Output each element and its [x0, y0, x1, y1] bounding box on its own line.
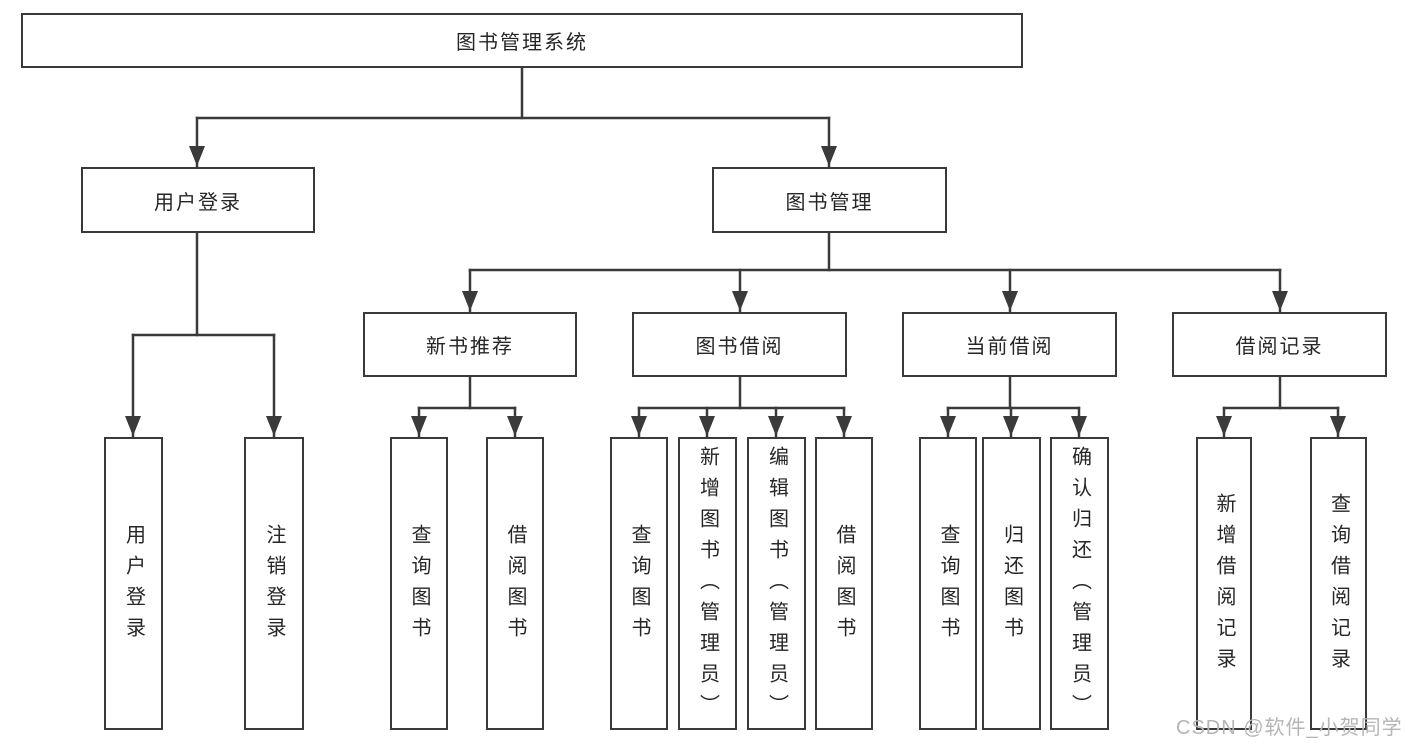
- node-borrowing-query-books: 查询图书: [610, 437, 668, 730]
- node-label: 新书推荐: [426, 336, 514, 358]
- node-label: 查询图书: [937, 523, 959, 648]
- node-recommend-query-books: 查询图书: [390, 437, 448, 730]
- node-label: 图书管理: [785, 191, 874, 214]
- node-current-borrowing: 当前借阅: [902, 312, 1117, 377]
- node-label: 用户登录: [154, 191, 242, 214]
- node-confirm-return-admin: 确认归还（管理员）: [1050, 437, 1109, 730]
- node-user-login: 用户登录: [81, 167, 315, 233]
- node-label: 编辑图书（管理员）: [765, 446, 788, 725]
- node-label: 借阅图书: [833, 523, 855, 648]
- csdn-watermark: CSDN @软件_小贺同学: [1176, 717, 1403, 739]
- node-label: 当前借阅: [965, 336, 1054, 358]
- node-add-borrow-record: 新增借阅记录: [1196, 437, 1252, 730]
- node-label: 查询图书: [408, 523, 430, 648]
- node-label: 用户登录: [122, 523, 145, 648]
- node-label: 查询借阅记录: [1327, 492, 1350, 679]
- node-book-management: 图书管理: [712, 167, 947, 233]
- node-new-book-recommendation: 新书推荐: [363, 312, 577, 377]
- node-label: 图书管理系统: [456, 32, 588, 54]
- node-borrow-books: 借阅图书: [815, 437, 873, 730]
- node-label: 图书借阅: [695, 336, 784, 358]
- node-label: 注销登录: [263, 523, 285, 648]
- node-label: 新增借阅记录: [1213, 492, 1235, 679]
- node-label: 查询图书: [628, 523, 650, 648]
- node-library-system-root: 图书管理系统: [21, 13, 1023, 68]
- node-book-borrowing: 图书借阅: [632, 312, 847, 377]
- node-borrowing-records: 借阅记录: [1172, 312, 1387, 377]
- node-label: 借阅图书: [504, 523, 526, 648]
- node-edit-books-admin: 编辑图书（管理员）: [747, 437, 806, 730]
- node-current-query-books: 查询图书: [919, 437, 977, 730]
- node-login: 用户登录: [104, 437, 163, 730]
- node-logout: 注销登录: [244, 437, 304, 730]
- node-label: 确认归还（管理员）: [1068, 446, 1091, 725]
- node-label: 归还图书: [1000, 523, 1023, 648]
- node-return-books: 归还图书: [982, 437, 1041, 730]
- node-add-books-admin: 新增图书（管理员）: [678, 437, 737, 730]
- node-label: 借阅记录: [1235, 336, 1324, 358]
- node-query-borrow-record: 查询借阅记录: [1310, 437, 1367, 730]
- node-label: 新增图书（管理员）: [696, 446, 719, 725]
- node-recommend-borrow-books: 借阅图书: [486, 437, 544, 730]
